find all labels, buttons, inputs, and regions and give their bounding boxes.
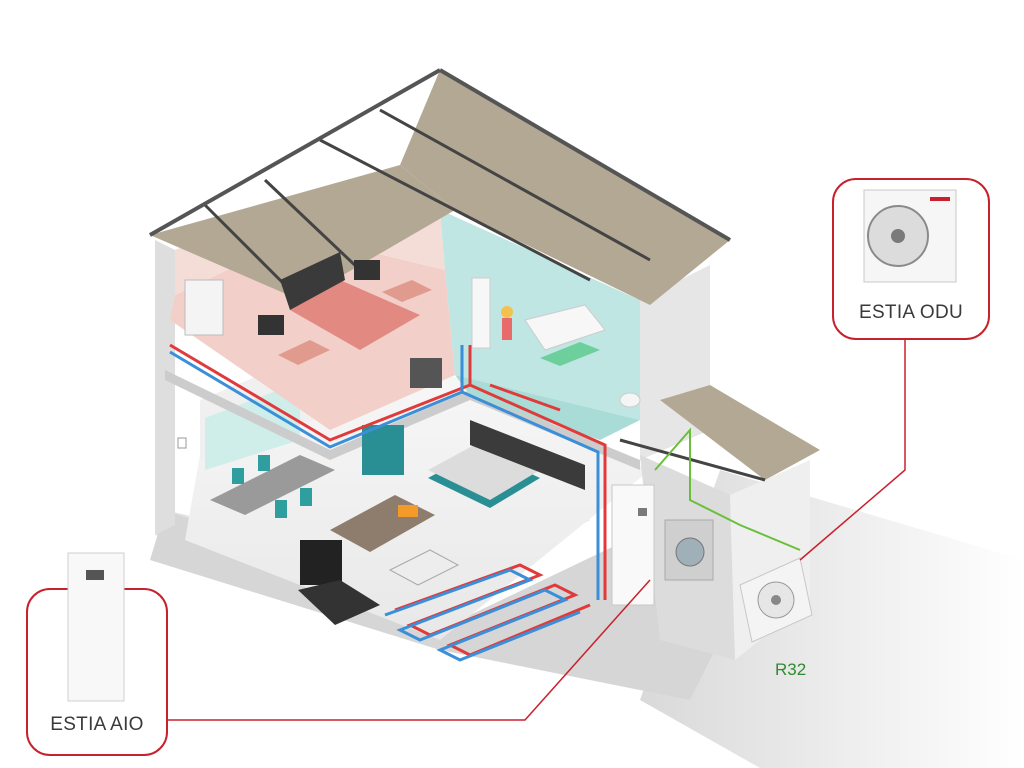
- roof-edge-right: [438, 68, 732, 242]
- underfloor-loop-cold: [384, 568, 581, 662]
- bedroom-floor: [170, 235, 455, 430]
- dining-chair-4: [300, 488, 312, 506]
- toilet: [619, 392, 641, 408]
- roof-ridge-2: [263, 178, 362, 272]
- ground-floor-furniture: [177, 420, 585, 625]
- dining-chair-3: [275, 500, 287, 518]
- odu-label: ESTIA ODU: [858, 302, 964, 323]
- refrigerant-label: R32: [775, 660, 807, 679]
- person-bathroom-body: [502, 318, 512, 340]
- aio-callout-line: [165, 579, 651, 721]
- roof-main: [400, 70, 730, 305]
- annex-roof-edge: [619, 438, 766, 482]
- rug-1: [278, 340, 330, 365]
- pipe-cold-upper: [169, 345, 600, 600]
- house-foundation: [150, 505, 720, 700]
- bathroom-wall: [440, 210, 640, 420]
- left-wall: [155, 240, 175, 535]
- roof-edge-front: [149, 68, 441, 237]
- underfloor-heating-icon: [384, 563, 591, 662]
- wall-thermostat: [177, 437, 187, 449]
- roof-ridge-3: [319, 138, 591, 282]
- fan-hub: [771, 595, 781, 605]
- washer-door: [675, 537, 705, 567]
- cushion: [398, 505, 418, 517]
- annex-roof: [660, 385, 820, 480]
- hydro-module-icon: [611, 484, 655, 606]
- odu-callout: ESTIA ODU: [832, 178, 990, 340]
- towel-radiator: [471, 277, 491, 349]
- aio-label: ESTIA AIO: [50, 714, 144, 735]
- tv: [300, 540, 342, 585]
- fridge: [362, 425, 404, 475]
- pipe-to-bath: [489, 383, 561, 412]
- dresser: [410, 358, 442, 388]
- rug-2: [382, 280, 432, 302]
- dining-chair-2: [258, 455, 270, 471]
- dining-table: [210, 455, 335, 515]
- indoor-unit-panel: [638, 508, 647, 516]
- nightstand-left: [258, 315, 284, 335]
- coffee-table: [388, 549, 460, 586]
- aio-callout: ESTIA AIO: [26, 588, 168, 756]
- bath-mat: [540, 342, 600, 366]
- washing-machine: [664, 519, 714, 581]
- tv-stand: [298, 580, 380, 625]
- first-floor-slab: [165, 370, 640, 470]
- nightstand-right: [354, 260, 380, 280]
- bedroom-furniture: [184, 252, 442, 388]
- pipe-hot-upper: [169, 343, 607, 600]
- heat-pump-outdoor-unit-icon: [739, 557, 813, 643]
- bed-headboard: [280, 252, 345, 310]
- kitchen-island-top: [428, 442, 540, 500]
- roof-ridge-4: [379, 108, 651, 262]
- odu-callout-line: [799, 340, 906, 561]
- roof: [149, 68, 820, 482]
- indoor-unit-body: [611, 484, 655, 606]
- refrigerant-pipe: [654, 427, 801, 551]
- heating-pipes: [169, 343, 607, 600]
- bathroom-floor: [455, 375, 640, 440]
- bed: [290, 280, 420, 350]
- bathtub: [524, 304, 606, 351]
- dining-chair-1: [232, 468, 244, 484]
- wall-radiator-unit: [184, 279, 224, 336]
- bathroom-fixtures: [471, 277, 641, 408]
- roof-left: [150, 165, 455, 300]
- kitchen-cabinets: [470, 420, 585, 490]
- person-bathroom: [501, 306, 513, 318]
- window-left: [205, 382, 300, 470]
